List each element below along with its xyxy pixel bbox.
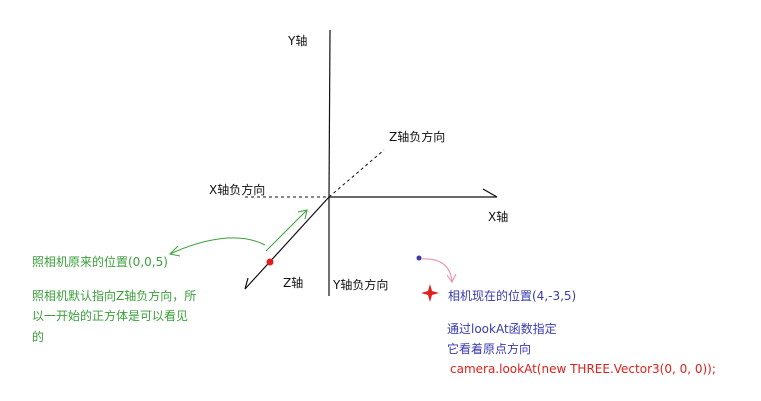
- original-position-pointer: [169, 237, 266, 255]
- z-direction-arrowhead: [297, 209, 308, 220]
- default-direction-note-line2: 以一开始的正方体是可以看见: [32, 309, 189, 323]
- z-axis-label: Z轴: [283, 276, 304, 290]
- z-negative-axis-label: Z轴负方向: [389, 130, 446, 144]
- y-axis-label: Y轴: [288, 34, 308, 48]
- lookat-note-line2: 它看着原点方向: [447, 342, 532, 356]
- y-negative-axis-label: Y轴负方向: [333, 278, 389, 292]
- current-position-pointer: [420, 258, 453, 282]
- z-direction-arrow: [265, 209, 308, 252]
- default-direction-note-line1: 照相机默认指向Z轴负方向，所: [32, 289, 197, 303]
- original-position-note: 照相机原来的位置(0,0,5): [32, 255, 168, 269]
- original-position-pointer-head: [168, 245, 181, 257]
- original-camera-dot: [266, 258, 274, 266]
- current-position-note: 相机现在的位置(4,-3,5): [448, 289, 577, 303]
- lookat-note-line1: 通过lookAt函数指定: [447, 322, 557, 336]
- current-camera-star: [421, 284, 439, 302]
- lookat-code: camera.lookAt(new THREE.Vector3(0, 0, 0)…: [450, 362, 716, 376]
- z-negative-axis-line: [328, 149, 385, 198]
- x-axis-tick: [482, 188, 498, 198]
- z-axis-tick: [244, 277, 249, 290]
- current-camera-dot: [416, 255, 422, 261]
- x-axis-label: X轴: [488, 210, 509, 224]
- x-negative-axis-label: X轴负方向: [209, 183, 266, 197]
- z-axis-line: [244, 196, 330, 290]
- default-direction-note-line3: 的: [32, 330, 45, 344]
- current-position-pointer-head: [446, 273, 457, 283]
- y-axis-line: [328, 29, 331, 198]
